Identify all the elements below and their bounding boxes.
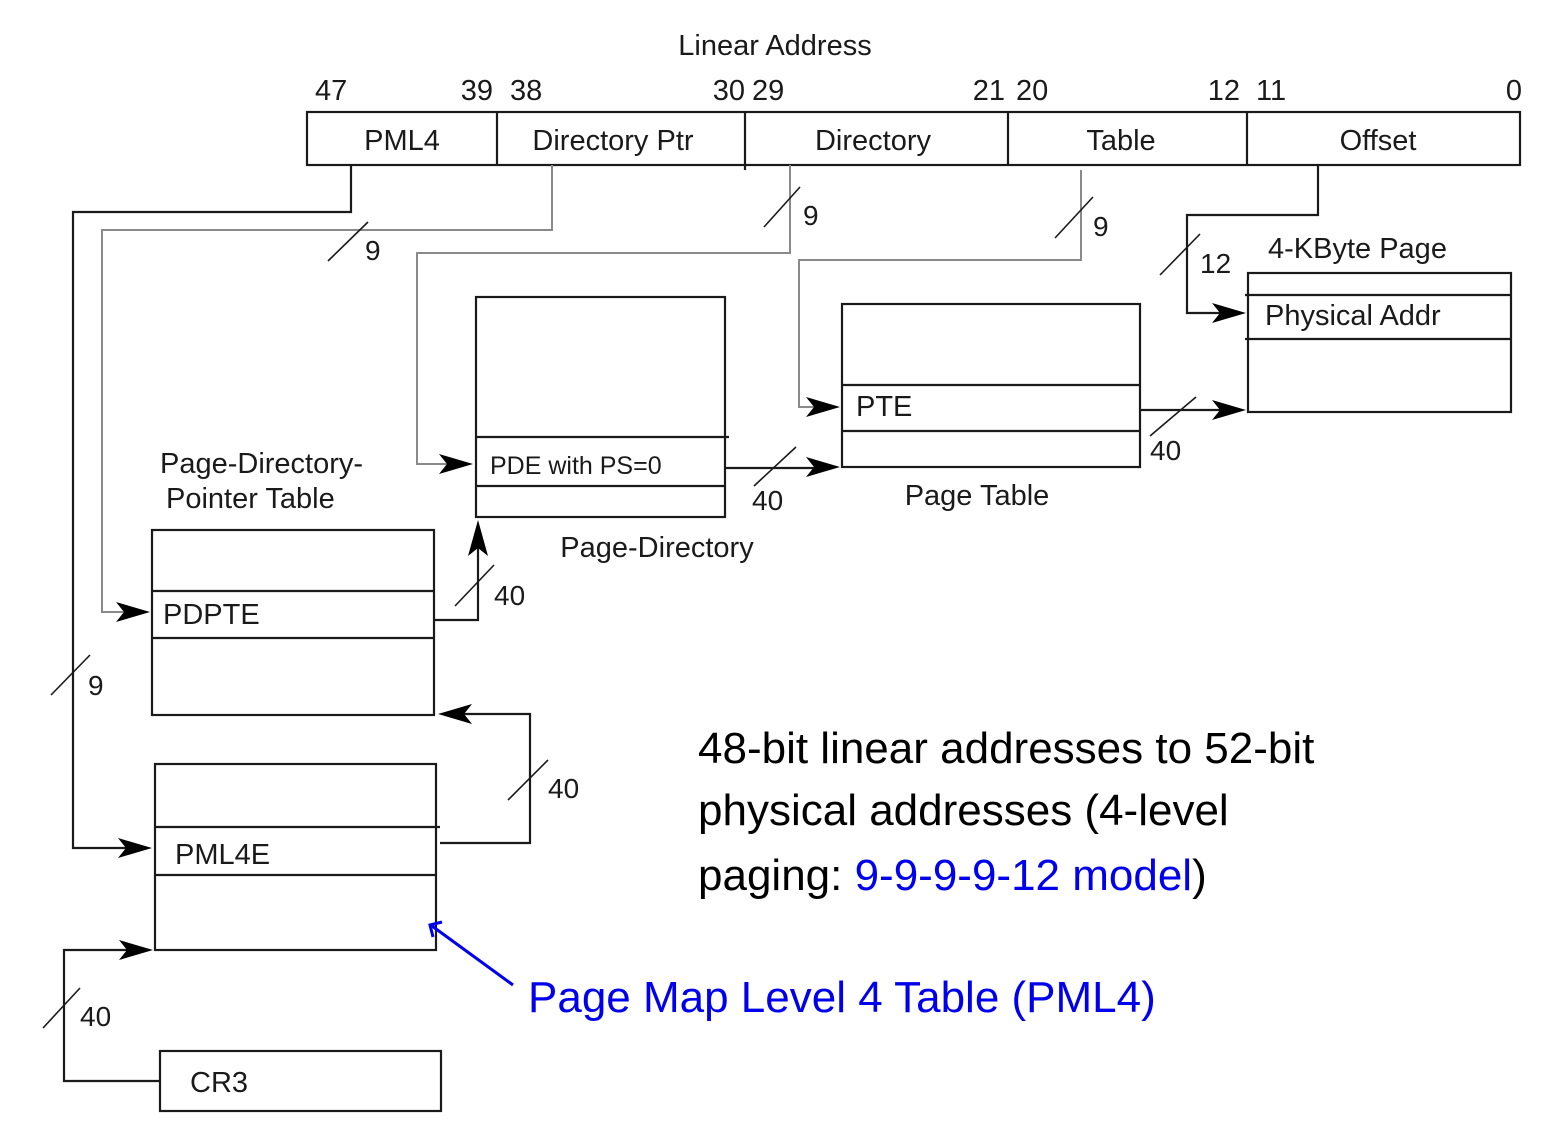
physical-addr-entry: Physical Addr — [1265, 300, 1441, 332]
bus-slash — [763, 186, 801, 228]
pdpt: Page-Directory- Pointer Table PDPTE — [150, 448, 436, 717]
pml4-callout-label: Page Map Level 4 Table (PML4) — [528, 973, 1156, 1022]
cr3-box — [158, 1049, 443, 1113]
width-label: 40 — [752, 485, 783, 516]
pml4-index-line — [71, 165, 353, 850]
pdpt-box — [150, 528, 436, 717]
bus-slash — [753, 446, 797, 487]
field-directory-ptr: Directory Ptr — [532, 125, 693, 157]
arrowhead — [439, 454, 473, 474]
width-label: 40 — [548, 773, 579, 804]
arrowhead — [118, 838, 152, 858]
bus-slash — [1159, 233, 1201, 276]
field-table: Table — [1086, 125, 1155, 157]
arrowhead — [806, 457, 840, 477]
page-table: PTE Page Table — [840, 302, 1142, 512]
page-table-title: Page Table — [905, 480, 1050, 512]
field-pml4: PML4 — [364, 125, 440, 157]
width-label: 40 — [1150, 435, 1181, 466]
bus-slash — [50, 654, 91, 696]
bit-label: 21 — [973, 75, 1005, 107]
annotation-model-highlight: 9-9-9-9-12 model — [855, 851, 1193, 900]
bus-slash — [1149, 396, 1197, 437]
arrowhead — [116, 602, 150, 622]
pdpte-entry: PDPTE — [163, 599, 260, 631]
bit-label: 11 — [1256, 75, 1286, 107]
bus-width-markers: 9 9 9 12 9 40 40 40 40 40 — [42, 186, 1231, 1032]
connectors — [62, 165, 1320, 1083]
bit-label: 12 — [1208, 75, 1240, 107]
pte-entry: PTE — [856, 391, 912, 423]
callout-arrow-line — [431, 924, 514, 987]
width-label: 40 — [494, 580, 525, 611]
cr3-label: CR3 — [190, 1067, 248, 1099]
page-4kb: 4-KByte Page Physical Addr — [1245, 233, 1513, 414]
pml4-callout: Page Map Level 4 Table (PML4) — [428, 920, 1156, 1022]
offset-line — [1185, 165, 1320, 315]
annotation-line1: 48-bit linear addresses to 52-bit — [698, 724, 1314, 773]
linear-address-register: PML4 Directory Ptr Directory Table Offse… — [305, 110, 1522, 170]
page-title: 4-KByte Page — [1268, 233, 1447, 265]
bit-label: 0 — [1506, 75, 1522, 107]
bus-slash — [454, 564, 495, 607]
annotation-line3-suffix: ) — [1192, 851, 1207, 900]
arrowhead — [1212, 400, 1246, 420]
width-label: 9 — [803, 200, 819, 231]
cr3-register: CR3 — [158, 1049, 443, 1113]
bus-slash — [327, 221, 369, 262]
bus-slash — [42, 987, 81, 1029]
arrowhead — [1212, 303, 1246, 323]
bit-labels: 47 39 38 30 29 21 20 12 11 0 — [315, 75, 1522, 107]
width-label: 9 — [88, 670, 104, 701]
dirptr-index-line — [101, 165, 553, 613]
pdpt-title-line2: Pointer Table — [166, 483, 335, 515]
bus-slash — [1054, 196, 1094, 239]
pdpt-title-line1: Page-Directory- — [160, 448, 363, 480]
arrowhead — [806, 397, 840, 417]
cr3-to-pml4-line — [62, 948, 160, 1083]
width-label: 9 — [1093, 211, 1109, 242]
pdpte-to-pd-line — [434, 540, 480, 622]
field-offset: Offset — [1340, 125, 1417, 157]
bit-label: 20 — [1016, 75, 1048, 107]
page-box — [1246, 271, 1513, 414]
bit-label: 38 — [510, 75, 542, 107]
width-label: 9 — [365, 235, 381, 266]
linear-address-title: Linear Address — [678, 30, 871, 62]
bit-label: 29 — [752, 75, 784, 107]
table-index-line — [798, 170, 1082, 408]
page-directory: PDE with PS=0 Page-Directory — [474, 295, 754, 564]
arrowhead — [438, 704, 472, 724]
page-directory-box — [474, 295, 727, 519]
pml4-box — [153, 762, 438, 952]
bit-label: 30 — [713, 75, 745, 107]
pde-entry: PDE with PS=0 — [490, 452, 662, 480]
annotation: 48-bit linear addresses to 52-bit physic… — [698, 724, 1314, 900]
pml4-table: PML4E — [153, 762, 440, 952]
register-outline — [305, 110, 1522, 167]
width-label: 40 — [80, 1001, 111, 1032]
page-directory-title: Page-Directory — [560, 532, 754, 564]
bus-slash — [507, 759, 549, 801]
arrowhead — [468, 520, 488, 556]
arrowhead — [119, 940, 153, 960]
callout-arrowhead-icon — [428, 920, 443, 938]
pml4e-to-pdpt-line — [440, 712, 532, 845]
bit-label: 39 — [461, 75, 493, 107]
annotation-line3-prefix: paging: — [698, 851, 855, 900]
dir-index-line — [416, 165, 791, 465]
pml4e-entry: PML4E — [175, 839, 270, 871]
width-label: 12 — [1200, 248, 1231, 279]
bit-label: 47 — [315, 75, 347, 107]
field-directory: Directory — [815, 125, 932, 157]
annotation-line2: physical addresses (4-level — [698, 786, 1229, 835]
annotation-line3: paging: 9-9-9-9-12 model) — [698, 851, 1207, 900]
